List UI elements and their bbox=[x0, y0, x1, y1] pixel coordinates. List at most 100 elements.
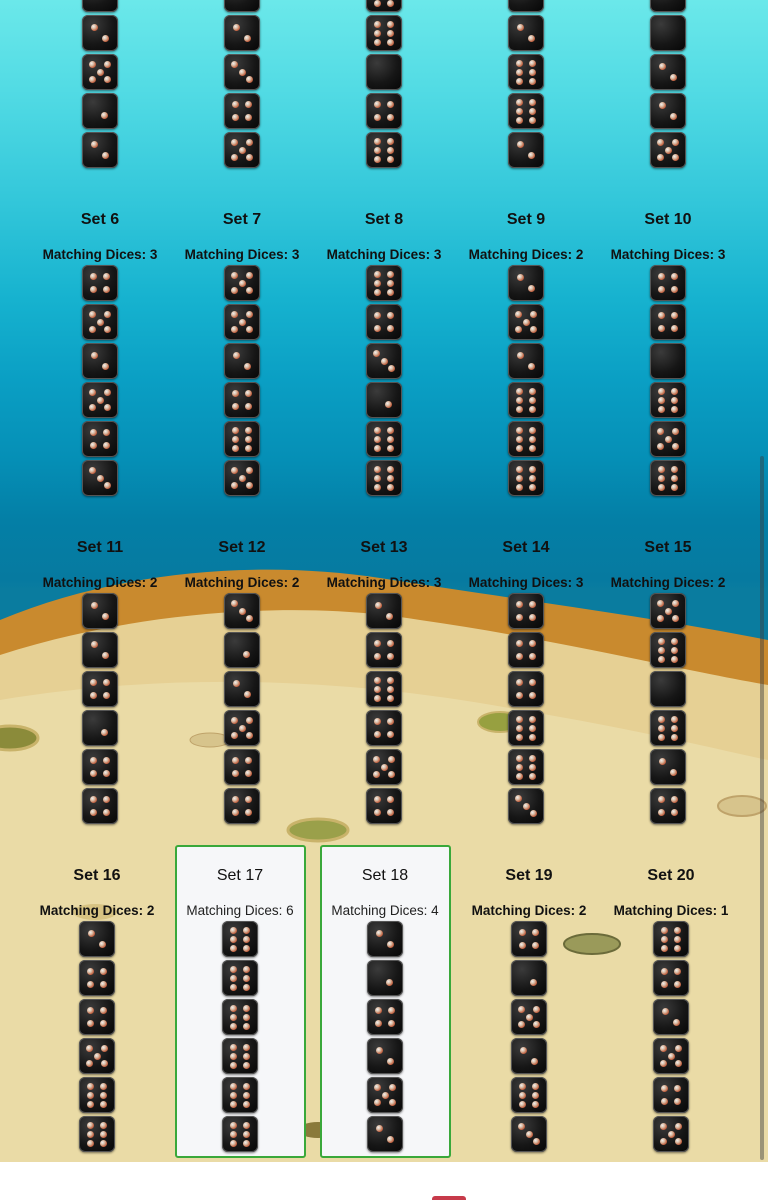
die-face[interactable] bbox=[224, 671, 260, 707]
die-face[interactable] bbox=[508, 265, 544, 301]
die-face[interactable] bbox=[224, 0, 260, 12]
die-face[interactable] bbox=[650, 710, 686, 746]
die-face[interactable] bbox=[511, 1077, 547, 1113]
die-face[interactable] bbox=[224, 632, 260, 668]
die-face[interactable] bbox=[366, 304, 402, 340]
die-face[interactable] bbox=[79, 1077, 115, 1113]
die-face[interactable] bbox=[82, 421, 118, 457]
die-face[interactable] bbox=[224, 788, 260, 824]
die-face[interactable] bbox=[79, 921, 115, 957]
die-face[interactable] bbox=[508, 460, 544, 496]
die-face[interactable] bbox=[82, 343, 118, 379]
die-face[interactable] bbox=[508, 343, 544, 379]
die-face[interactable] bbox=[82, 132, 118, 168]
die-face[interactable] bbox=[367, 999, 403, 1035]
die-face[interactable] bbox=[366, 54, 402, 90]
die-face[interactable] bbox=[82, 265, 118, 301]
die-face[interactable] bbox=[366, 421, 402, 457]
die-face[interactable] bbox=[650, 132, 686, 168]
die-face[interactable] bbox=[82, 93, 118, 129]
die-face[interactable] bbox=[650, 54, 686, 90]
die-face[interactable] bbox=[224, 421, 260, 457]
die-face[interactable] bbox=[79, 1038, 115, 1074]
die-face[interactable] bbox=[508, 421, 544, 457]
die-face[interactable] bbox=[508, 788, 544, 824]
die-face[interactable] bbox=[650, 788, 686, 824]
die-face[interactable] bbox=[224, 304, 260, 340]
die-face[interactable] bbox=[508, 632, 544, 668]
die-face[interactable] bbox=[508, 54, 544, 90]
die-face[interactable] bbox=[650, 632, 686, 668]
die-face[interactable] bbox=[222, 1116, 258, 1152]
die-face[interactable] bbox=[366, 343, 402, 379]
die-face[interactable] bbox=[650, 671, 686, 707]
die-face[interactable] bbox=[508, 710, 544, 746]
die-face[interactable] bbox=[650, 0, 686, 12]
die-face[interactable] bbox=[224, 54, 260, 90]
die-face[interactable] bbox=[650, 593, 686, 629]
die-face[interactable] bbox=[224, 593, 260, 629]
die-face[interactable] bbox=[511, 921, 547, 957]
die-face[interactable] bbox=[222, 921, 258, 957]
die-face[interactable] bbox=[650, 421, 686, 457]
die-face[interactable] bbox=[79, 1116, 115, 1152]
die-face[interactable] bbox=[82, 54, 118, 90]
die-face[interactable] bbox=[224, 343, 260, 379]
die-face[interactable] bbox=[366, 671, 402, 707]
die-face[interactable] bbox=[366, 460, 402, 496]
die-face[interactable] bbox=[82, 593, 118, 629]
die-face[interactable] bbox=[224, 15, 260, 51]
die-face[interactable] bbox=[508, 15, 544, 51]
die-face[interactable] bbox=[508, 304, 544, 340]
die-face[interactable] bbox=[508, 93, 544, 129]
die-face[interactable] bbox=[222, 1038, 258, 1074]
die-face[interactable] bbox=[366, 382, 402, 418]
die-face[interactable] bbox=[366, 593, 402, 629]
die-face[interactable] bbox=[511, 1116, 547, 1152]
die-face[interactable] bbox=[508, 749, 544, 785]
die-face[interactable] bbox=[366, 710, 402, 746]
die-face[interactable] bbox=[366, 15, 402, 51]
die-face[interactable] bbox=[366, 132, 402, 168]
die-face[interactable] bbox=[653, 960, 689, 996]
scrollbar[interactable] bbox=[760, 456, 764, 1160]
die-face[interactable] bbox=[508, 0, 544, 12]
die-face[interactable] bbox=[650, 265, 686, 301]
die-face[interactable] bbox=[511, 1038, 547, 1074]
die-face[interactable] bbox=[367, 1077, 403, 1113]
die-face[interactable] bbox=[79, 999, 115, 1035]
die-face[interactable] bbox=[82, 460, 118, 496]
die-face[interactable] bbox=[79, 960, 115, 996]
die-face[interactable] bbox=[650, 460, 686, 496]
die-face[interactable] bbox=[82, 671, 118, 707]
die-face[interactable] bbox=[366, 0, 402, 12]
die-face[interactable] bbox=[82, 0, 118, 12]
die-face[interactable] bbox=[511, 960, 547, 996]
die-face[interactable] bbox=[367, 1038, 403, 1074]
die-face[interactable] bbox=[82, 304, 118, 340]
die-face[interactable] bbox=[650, 304, 686, 340]
die-face[interactable] bbox=[82, 382, 118, 418]
die-face[interactable] bbox=[367, 1116, 403, 1152]
die-face[interactable] bbox=[653, 1116, 689, 1152]
die-face[interactable] bbox=[508, 671, 544, 707]
die-face[interactable] bbox=[653, 1038, 689, 1074]
die-face[interactable] bbox=[508, 382, 544, 418]
die-face[interactable] bbox=[224, 382, 260, 418]
die-face[interactable] bbox=[650, 93, 686, 129]
die-face[interactable] bbox=[222, 999, 258, 1035]
die-face[interactable] bbox=[366, 788, 402, 824]
die-face[interactable] bbox=[653, 921, 689, 957]
die-face[interactable] bbox=[224, 749, 260, 785]
die-face[interactable] bbox=[224, 710, 260, 746]
